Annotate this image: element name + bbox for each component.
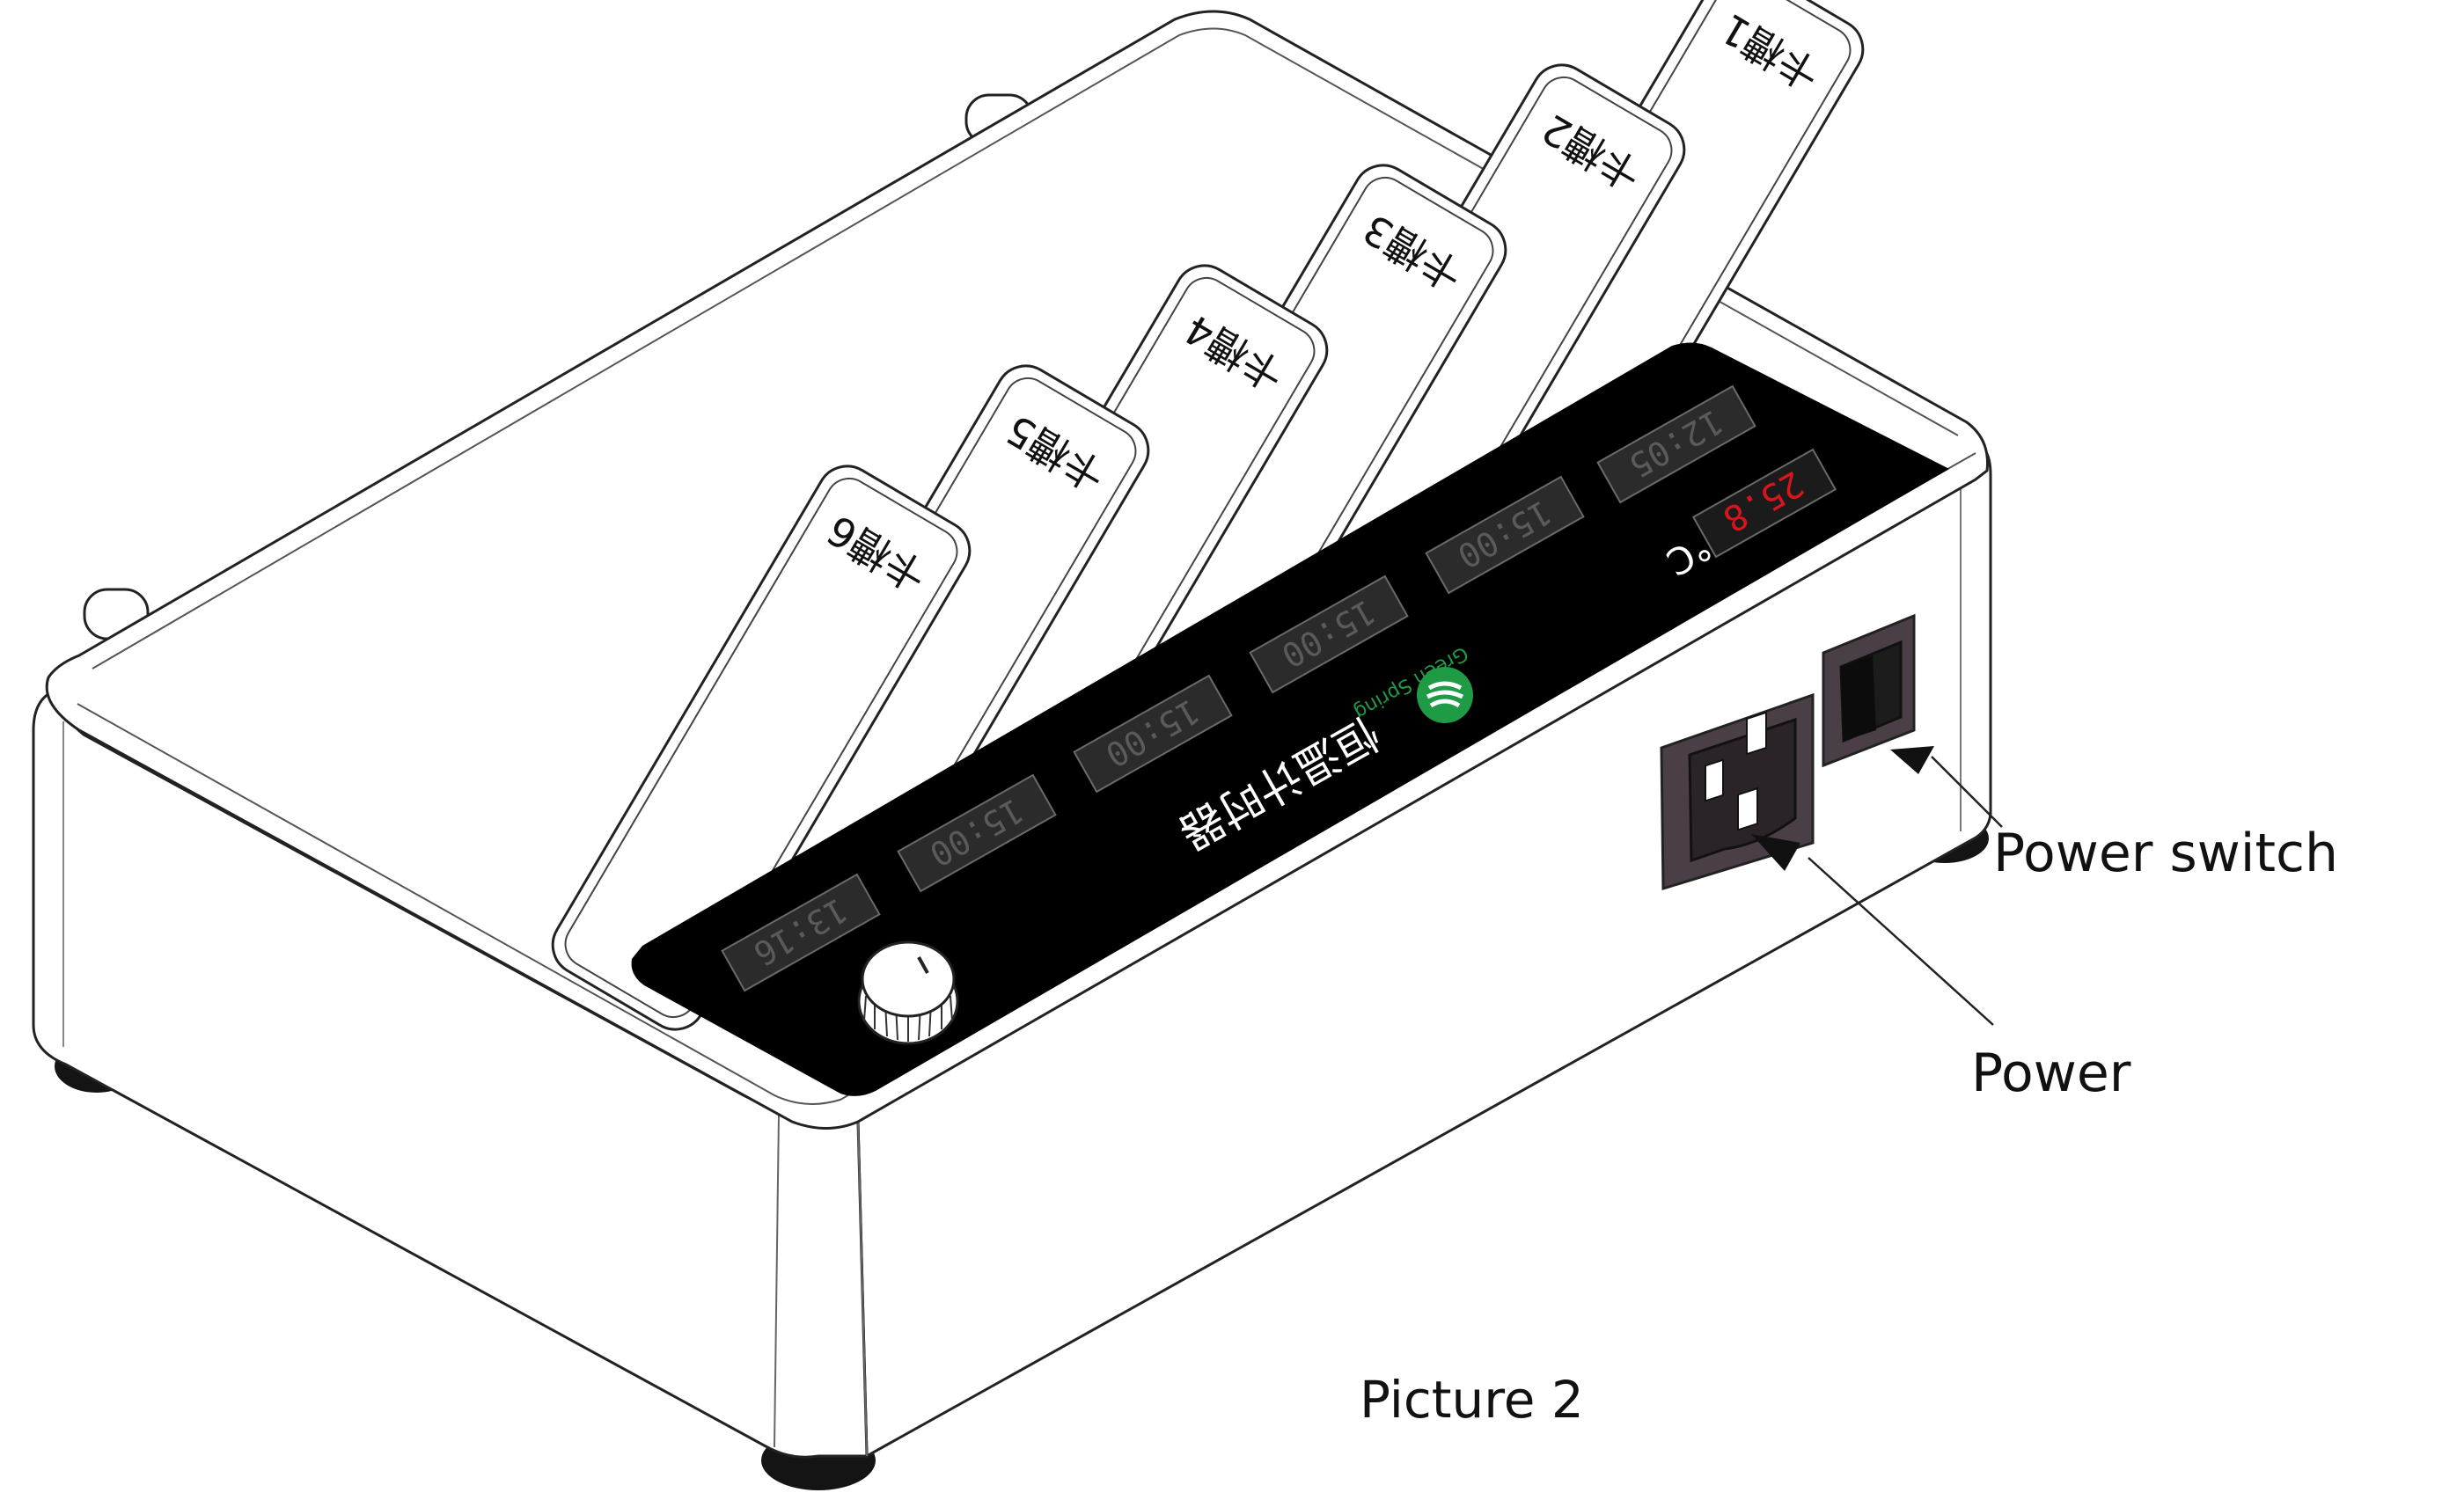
- timer-display-3: 15:00: [1073, 674, 1233, 794]
- card-slot-6: [551, 465, 972, 1031]
- power-label: Power: [1971, 1043, 2131, 1104]
- callout-power-switch-leader: [1890, 746, 2003, 828]
- adjust-knob[interactable]: [857, 940, 959, 1045]
- brand-logo: [1417, 667, 1473, 723]
- figure-caption: Picture 2: [1360, 1370, 1584, 1430]
- callout-power-leader: [1751, 834, 1994, 1026]
- power-switch-label: Power switch: [1993, 823, 2339, 884]
- power-switch[interactable]: [1822, 613, 1916, 768]
- control-panel: [631, 342, 1949, 1096]
- body-front-side: [32, 688, 869, 1459]
